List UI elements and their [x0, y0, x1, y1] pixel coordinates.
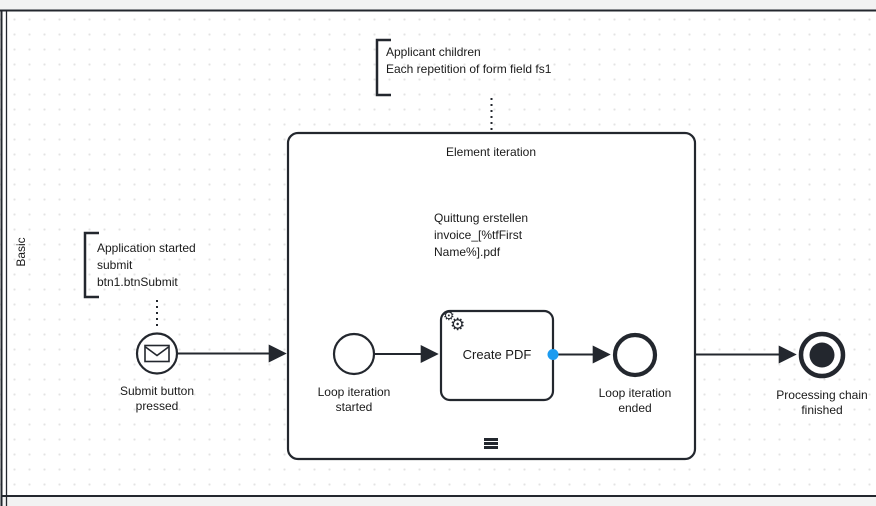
sequential-mi-marker-icon [484, 438, 498, 450]
annotation-quittung-erstellen[interactable]: Quittung erstellen invoice_[%tfFirst Nam… [434, 210, 528, 261]
lane-label-basic[interactable]: Basic [14, 237, 28, 267]
annotation-line: Quittung erstellen [434, 211, 529, 225]
annotation-line: invoice_[%tfFirst [434, 228, 523, 242]
connection-point[interactable] [547, 349, 559, 360]
annotation-line: Each repetition of form field fs1 [386, 62, 552, 76]
gear-icon: ⚙ [450, 315, 466, 334]
gear-icon: ⚙ [443, 308, 455, 323]
annotation-line: Name%].pdf [434, 245, 501, 259]
envelope-icon [144, 344, 170, 363]
subprocess-element-iteration[interactable] [286, 131, 697, 461]
annotation-line: submit [97, 258, 133, 272]
subprocess-title[interactable]: Element iteration [445, 145, 537, 159]
annotation-line: Applicant children [386, 45, 481, 59]
task-label[interactable]: Create PDF [462, 347, 532, 362]
label-terminate-end[interactable]: Processing chain finished [776, 388, 868, 417]
canvas-margin-top [0, 0, 876, 10]
annotation-application-started[interactable]: Application started submit btn1.btnSubmi… [97, 240, 196, 291]
annotation-line: btn1.btnSubmit [97, 275, 178, 289]
label-loop-start[interactable]: Loop iteration started [317, 385, 391, 414]
loop-start-event[interactable] [332, 332, 376, 376]
canvas-margin-bottom [0, 497, 876, 506]
label-loop-end[interactable]: Loop iteration ended [598, 386, 672, 415]
annotation-line: Application started [97, 241, 196, 255]
annotation-bracket-application[interactable] [83, 231, 99, 299]
label-message-start[interactable]: Submit button pressed [119, 384, 195, 413]
annotation-applicant-children[interactable]: Applicant children Each repetition of fo… [386, 44, 551, 78]
terminate-end-inner-circle [809, 342, 835, 368]
loop-end-event[interactable] [612, 332, 658, 378]
annotation-bracket-applicant[interactable] [375, 38, 391, 97]
